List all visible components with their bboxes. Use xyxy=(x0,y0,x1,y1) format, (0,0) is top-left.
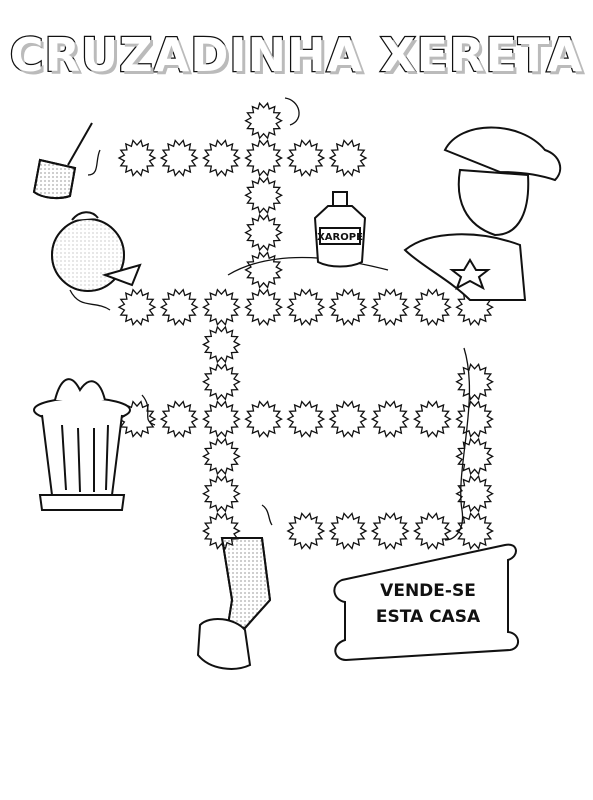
crossword-cell[interactable] xyxy=(455,474,494,513)
crossword-cell[interactable] xyxy=(455,362,494,401)
crossword-cell[interactable] xyxy=(286,400,326,438)
for-sale-sign: VENDE-SE ESTA CASA xyxy=(333,543,519,662)
arrow-sheriff xyxy=(284,97,300,126)
clue-arrows xyxy=(69,97,471,541)
sign-line-1: VENDE-SE xyxy=(380,581,476,601)
crossword-cell[interactable] xyxy=(244,139,283,177)
crossword-cell[interactable] xyxy=(328,512,368,550)
crossword-cell[interactable] xyxy=(370,512,410,550)
crossword-cell[interactable] xyxy=(455,437,494,476)
leg-icon xyxy=(196,537,272,670)
page-title: CRUZADINHA XERETA xyxy=(8,27,584,84)
crossword-cell[interactable] xyxy=(328,139,368,177)
arrow-trash xyxy=(141,394,156,426)
arrow-broom xyxy=(87,149,101,176)
crossword-cell[interactable] xyxy=(370,288,410,327)
crossword-cell[interactable] xyxy=(202,474,241,513)
crossword-cell[interactable] xyxy=(202,400,241,438)
sheriff-icon xyxy=(403,126,562,301)
crossword-cell[interactable] xyxy=(455,512,494,550)
bottle-label: XAROPE xyxy=(317,232,363,243)
arrow-house xyxy=(444,347,471,541)
crossword-cell[interactable] xyxy=(117,139,157,177)
crossword-cell[interactable] xyxy=(286,512,326,550)
crossword-cell[interactable] xyxy=(455,400,494,438)
crossword-cell[interactable] xyxy=(117,288,157,327)
crossword-cell[interactable] xyxy=(202,362,241,401)
crossword-cell[interactable] xyxy=(286,288,326,327)
arrow-leg xyxy=(261,504,273,526)
crossword-cell[interactable] xyxy=(244,213,283,252)
crossword-cell[interactable] xyxy=(328,400,368,438)
crossword-cell[interactable] xyxy=(159,288,199,327)
crossword-cell[interactable] xyxy=(413,512,452,550)
crossword-cell[interactable] xyxy=(244,176,283,215)
arrow-orange xyxy=(69,289,111,311)
crossword-cell[interactable] xyxy=(286,139,326,177)
crossword-cell[interactable] xyxy=(244,288,283,327)
crossword-grid xyxy=(117,101,494,550)
crossword-cell[interactable] xyxy=(413,288,452,327)
crossword-cell[interactable] xyxy=(159,139,199,177)
crossword-cell[interactable] xyxy=(413,400,452,438)
crossword-cell[interactable] xyxy=(202,437,241,476)
syrup-bottle-icon: XAROPE xyxy=(313,191,367,268)
broom-icon xyxy=(32,122,93,200)
crossword-cell[interactable] xyxy=(244,251,283,289)
crossword-cell[interactable] xyxy=(244,101,283,140)
orange-icon xyxy=(51,211,142,292)
trash-can-icon xyxy=(33,378,131,511)
crossword-cell[interactable] xyxy=(202,325,241,364)
crossword-cell[interactable] xyxy=(370,400,410,438)
crossword-cell[interactable] xyxy=(159,400,199,438)
crossword-cell[interactable] xyxy=(202,139,241,177)
crossword-cell[interactable] xyxy=(202,288,241,327)
crossword-cell[interactable] xyxy=(244,400,283,438)
sign-line-2: ESTA CASA xyxy=(376,607,481,627)
crossword-cell[interactable] xyxy=(328,288,368,327)
arrow-syrup xyxy=(227,256,389,276)
